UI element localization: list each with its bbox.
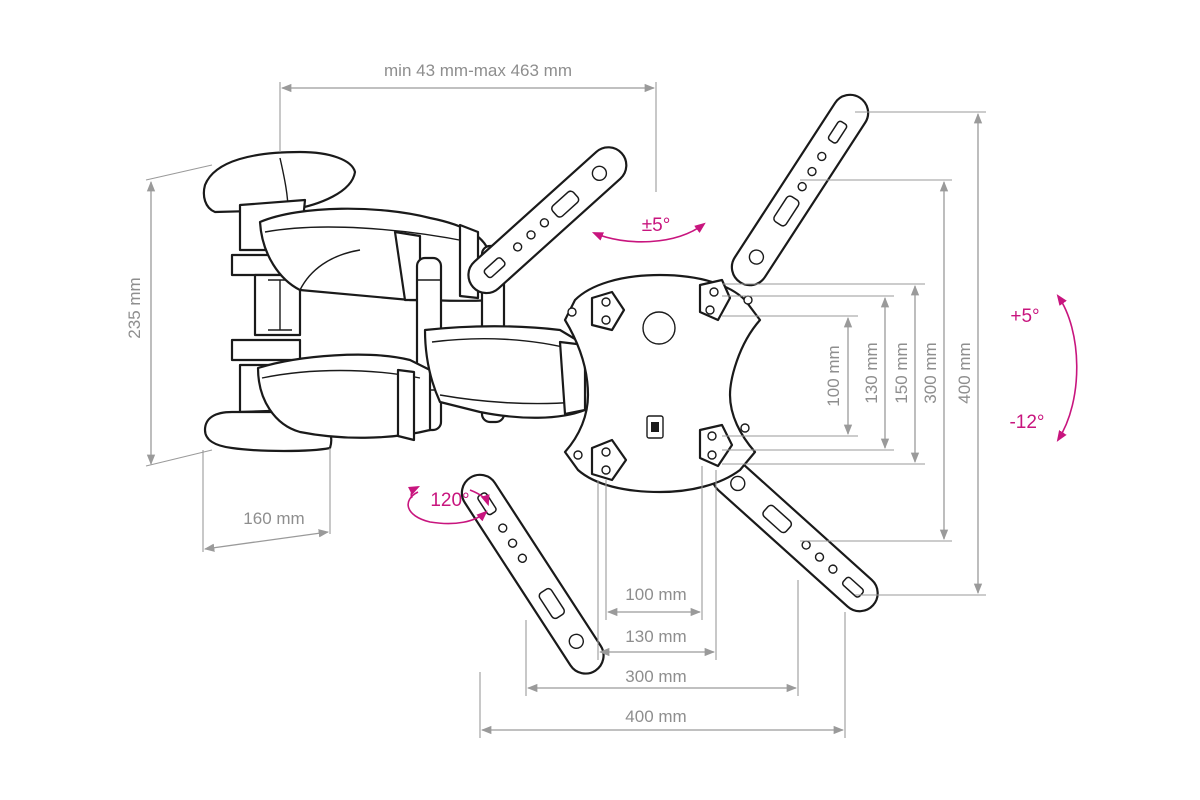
vertical-150-label: 150 mm	[892, 342, 911, 403]
wall-plate-height-label: 235 mm	[125, 277, 144, 338]
tilt-up-label: +5°	[1010, 306, 1039, 327]
vertical-400-label: 400 mm	[955, 342, 974, 403]
plate-corner-bosses	[567, 278, 753, 482]
curved-double-arrow-icon	[591, 222, 706, 243]
dimension-labels: min 43 mm-max 463 mm 235 mm 160 mm 100 m…	[125, 61, 974, 726]
arm-extension-label: min 43 mm-max 463 mm	[384, 61, 572, 80]
horizontal-300-label: 300 mm	[625, 667, 686, 686]
motion-indicators: 120° ±5° +5° -12°	[407, 215, 1078, 525]
vesa-mounting-plate	[460, 93, 879, 675]
swivel-angle-label: 120°	[430, 490, 469, 511]
vertical-300-label: 300 mm	[921, 342, 940, 403]
tilt-down-label: -12°	[1009, 412, 1044, 433]
horizontal-100-label: 100 mm	[625, 585, 686, 604]
wall-bracket-and-arm	[202, 150, 587, 453]
tilt-curved-double-arrow-icon	[1056, 294, 1078, 442]
vertical-130-label: 130 mm	[862, 342, 881, 403]
horizontal-400-label: 400 mm	[625, 707, 686, 726]
vertical-100-label: 100 mm	[824, 345, 843, 406]
wall-plate-width-label: 160 mm	[243, 509, 304, 528]
rotate-arrows-icon	[407, 485, 490, 525]
horizontal-130-label: 130 mm	[625, 627, 686, 646]
rotation-angle-label: ±5°	[642, 215, 671, 236]
dimension-lines	[145, 82, 986, 738]
center-hole	[642, 311, 676, 345]
